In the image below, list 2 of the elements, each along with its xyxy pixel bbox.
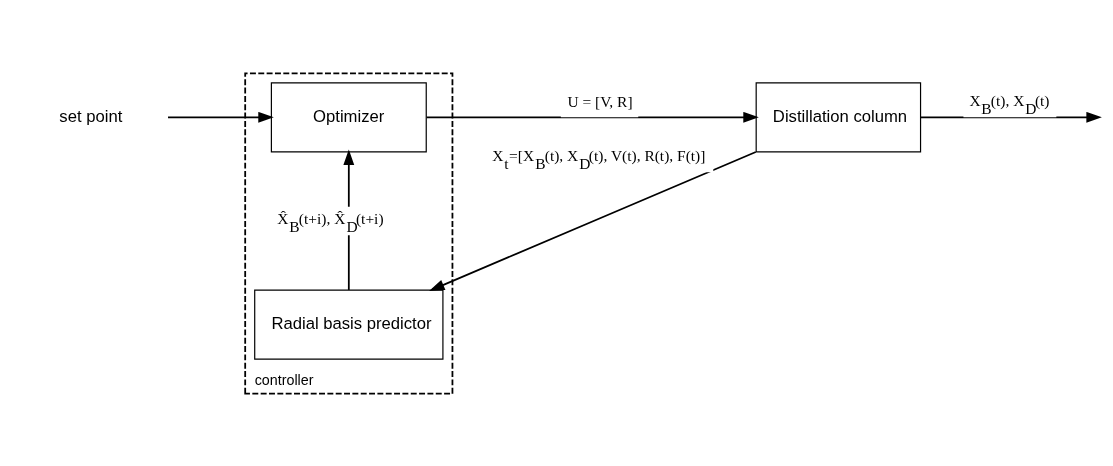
node-text: set point (59, 106, 123, 126)
edge-label: U = [V, R] (567, 92, 633, 110)
